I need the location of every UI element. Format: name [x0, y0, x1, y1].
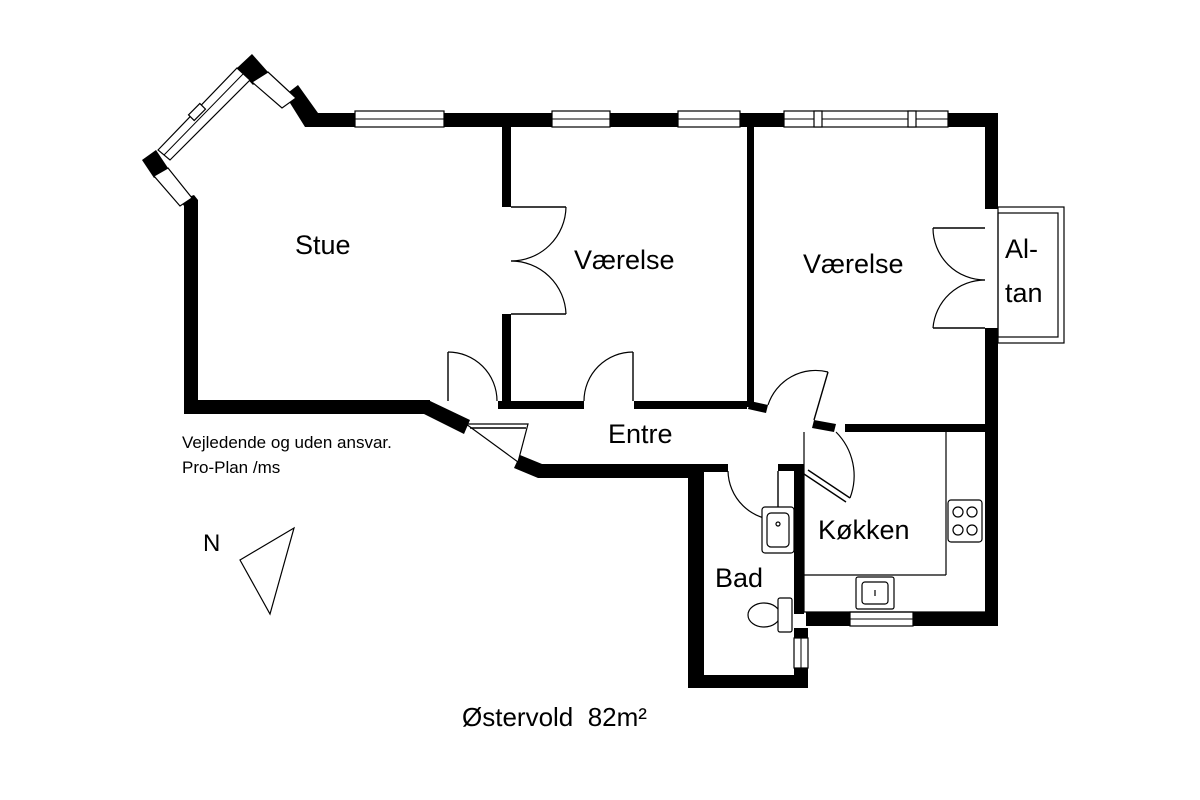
balcony [997, 206, 1065, 344]
windows [153, 67, 949, 669]
room-label-entre: Entre [608, 419, 673, 449]
fixtures [747, 432, 985, 633]
north-arrow [239, 526, 295, 616]
room-label-vaerelse-1: Værelse [574, 245, 675, 275]
north-label: N [203, 530, 221, 557]
disclaimer-note: Vejledende og uden ansvar. [182, 433, 392, 452]
room-label-koekken: Køkken [818, 515, 910, 545]
plan-caption: Østervold 82m² [462, 702, 647, 732]
room-label-vaerelse-2: Værelse [803, 249, 904, 279]
room-label-altan-line-2: tan [1005, 278, 1043, 308]
room-label-stue: Stue [295, 230, 351, 260]
room-label-altan-line-1: Al- [1005, 234, 1038, 264]
room-label-bad: Bad [715, 563, 764, 593]
interior-walls [498, 127, 985, 614]
outer-walls [142, 54, 998, 688]
doors [447, 206, 986, 521]
author-note: Pro-Plan /ms [182, 458, 281, 477]
